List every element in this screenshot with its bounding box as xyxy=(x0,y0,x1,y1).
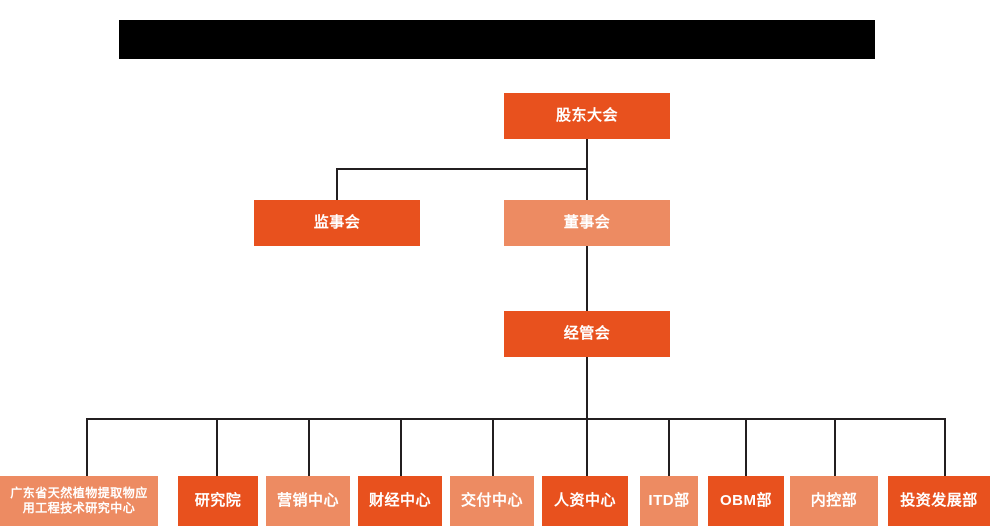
connector-c-drop-10 xyxy=(944,418,946,476)
connector-c-drop-3 xyxy=(308,418,310,476)
org-node-label: 研究院 xyxy=(194,491,242,509)
org-node-supervisors[interactable]: 监事会 xyxy=(254,200,420,246)
org-node-dept-6[interactable]: 人资中心 xyxy=(542,476,628,526)
org-node-dept-1[interactable]: 广东省天然植物提取物应用工程技术研究中心 xyxy=(0,476,158,526)
org-node-dept-9[interactable]: 内控部 xyxy=(790,476,878,526)
connector-c-shareholders-drop xyxy=(586,139,588,246)
connector-c-management-drop xyxy=(586,357,588,418)
org-node-dept-2[interactable]: 研究院 xyxy=(178,476,258,526)
connector-c-directors-drop xyxy=(586,246,588,311)
connector-c-drop-4 xyxy=(400,418,402,476)
org-node-dept-8[interactable]: OBM部 xyxy=(708,476,784,526)
org-node-dept-10[interactable]: 投资发展部 xyxy=(888,476,990,526)
org-node-label: 营销中心 xyxy=(276,491,339,509)
connector-c-drop-9 xyxy=(834,418,836,476)
org-node-label: 内控部 xyxy=(810,491,858,509)
org-node-label: 交付中心 xyxy=(460,491,523,509)
org-node-management[interactable]: 经管会 xyxy=(504,311,670,357)
org-node-dept-4[interactable]: 财经中心 xyxy=(358,476,442,526)
org-node-label: 广东省天然植物提取物应用工程技术研究中心 xyxy=(10,486,148,515)
org-node-label: 经管会 xyxy=(563,324,611,342)
org-node-label: 董事会 xyxy=(563,213,611,231)
org-node-label: 股东大会 xyxy=(555,106,618,124)
org-node-dept-5[interactable]: 交付中心 xyxy=(450,476,534,526)
redacted-title-bar xyxy=(119,20,875,59)
connector-c-drop-5 xyxy=(492,418,494,476)
org-node-directors[interactable]: 董事会 xyxy=(504,200,670,246)
org-node-label: OBM部 xyxy=(720,491,772,509)
org-node-label: 投资发展部 xyxy=(900,491,978,509)
org-node-dept-3[interactable]: 营销中心 xyxy=(266,476,350,526)
org-node-dept-7[interactable]: ITD部 xyxy=(640,476,698,526)
connector-c-drop-7 xyxy=(668,418,670,476)
connector-c-level1-bus xyxy=(336,168,587,170)
org-node-label: 监事会 xyxy=(313,213,361,231)
org-node-label: 财经中心 xyxy=(368,491,431,509)
connector-c-drop-6 xyxy=(586,418,588,476)
org-node-shareholders[interactable]: 股东大会 xyxy=(504,93,670,139)
connector-c-supervisors-drop xyxy=(336,168,338,200)
connector-c-drop-2 xyxy=(216,418,218,476)
connector-c-drop-8 xyxy=(745,418,747,476)
org-node-label: ITD部 xyxy=(648,491,690,509)
connector-c-drop-1 xyxy=(86,418,88,476)
connector-c-dept-bus xyxy=(86,418,944,420)
org-node-label: 人资中心 xyxy=(553,491,616,509)
